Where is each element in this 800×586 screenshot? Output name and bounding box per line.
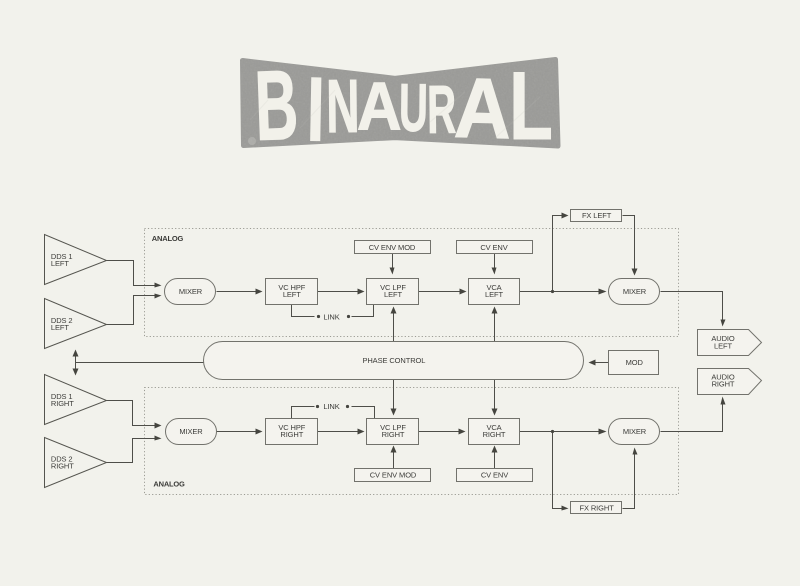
svg-text:LEFT: LEFT — [51, 323, 69, 332]
svg-text:RIGHT: RIGHT — [280, 430, 303, 439]
svg-text:VC HPF: VC HPF — [278, 423, 305, 432]
svg-text:RIGHT: RIGHT — [51, 399, 74, 408]
svg-text:RIGHT: RIGHT — [483, 430, 506, 439]
svg-text:N: N — [326, 64, 360, 149]
svg-text:LEFT: LEFT — [51, 259, 69, 268]
svg-text:LEFT: LEFT — [384, 290, 402, 299]
svg-text:RIGHT: RIGHT — [382, 430, 405, 439]
svg-text:VC LPF: VC LPF — [380, 283, 406, 292]
svg-text:AUDIO: AUDIO — [711, 334, 735, 343]
svg-text:PHASE CONTROL: PHASE CONTROL — [362, 356, 425, 365]
svg-text:R: R — [427, 72, 457, 148]
svg-text:LEFT: LEFT — [283, 290, 301, 299]
svg-text:ANALOG: ANALOG — [153, 480, 185, 489]
svg-text:LINK: LINK — [323, 313, 339, 322]
svg-text:MIXER: MIXER — [179, 427, 203, 436]
svg-text:CV ENV: CV ENV — [480, 243, 507, 252]
svg-text:A: A — [453, 61, 512, 157]
svg-text:MIXER: MIXER — [623, 427, 647, 436]
svg-text:DDS 2: DDS 2 — [51, 316, 73, 325]
svg-text:DDS 2: DDS 2 — [51, 455, 73, 464]
svg-text:U: U — [399, 70, 428, 146]
svg-text:L: L — [509, 52, 553, 160]
svg-text:CV ENV MOD: CV ENV MOD — [370, 471, 417, 480]
svg-text:I: I — [306, 58, 326, 160]
svg-text:CV ENV: CV ENV — [481, 471, 508, 480]
svg-text:DDS 1: DDS 1 — [51, 392, 73, 401]
svg-text:A: A — [357, 68, 402, 144]
svg-text:VC HPF: VC HPF — [278, 283, 305, 292]
svg-text:VCA: VCA — [486, 423, 501, 432]
svg-text:CV ENV MOD: CV ENV MOD — [369, 243, 416, 252]
svg-text:LINK: LINK — [323, 402, 339, 411]
svg-text:LEFT: LEFT — [714, 341, 732, 350]
svg-text:AUDIO: AUDIO — [711, 372, 735, 381]
svg-text:RIGHT: RIGHT — [51, 462, 74, 471]
svg-text:FX RIGHT: FX RIGHT — [579, 504, 614, 513]
svg-text:VC LPF: VC LPF — [380, 423, 406, 432]
svg-text:MIXER: MIXER — [179, 287, 203, 296]
svg-text:B: B — [253, 50, 300, 162]
svg-text:LEFT: LEFT — [485, 290, 503, 299]
svg-text:DDS 1: DDS 1 — [51, 252, 73, 261]
svg-text:RIGHT: RIGHT — [712, 380, 735, 389]
svg-text:VCA: VCA — [486, 283, 501, 292]
svg-text:FX LEFT: FX LEFT — [582, 211, 612, 220]
svg-text:MIXER: MIXER — [623, 287, 647, 296]
svg-text:ANALOG: ANALOG — [152, 234, 184, 243]
svg-text:MOD: MOD — [626, 358, 644, 367]
